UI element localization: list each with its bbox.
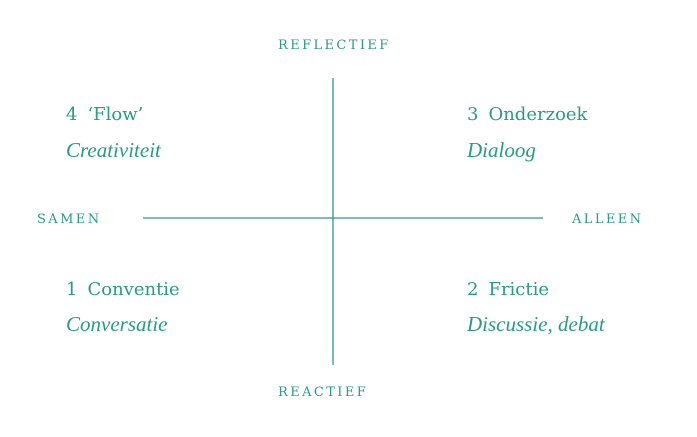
quadrant-2-heading: 2 Frictie [467, 279, 549, 300]
axis-label-right: ALLEEN [572, 212, 644, 227]
axis-label-left: SAMEN [37, 212, 102, 227]
quadrant-4-heading: 4 ‘Flow’ [66, 104, 143, 125]
quadrant-3-number: 3 [467, 104, 479, 125]
quadrant-2-subtitle: Discussie, debat [467, 312, 605, 336]
quadrant-3-subtitle: Dialoog [467, 138, 536, 162]
quadrant-4-subtitle: Creativiteit [66, 138, 161, 162]
quadrant-4-title: ‘Flow’ [87, 104, 144, 125]
axis-label-top: REFLECTIEF [278, 38, 391, 53]
quadrant-2-number: 2 [467, 279, 479, 300]
quadrant-1-heading: 1 Conventie [66, 279, 180, 300]
quadrant-2-title: Frictie [488, 279, 550, 300]
quadrant-4-number: 4 [66, 104, 78, 125]
quadrant-3-title: Onderzoek [488, 104, 588, 125]
quadrant-1-subtitle: Conversatie [66, 312, 168, 336]
quadrant-3-heading: 3 Onderzoek [467, 104, 587, 125]
quadrant-1-title: Conventie [87, 279, 180, 300]
axis-label-bottom: REACTIEF [278, 385, 369, 400]
quadrant-1-number: 1 [66, 279, 78, 300]
